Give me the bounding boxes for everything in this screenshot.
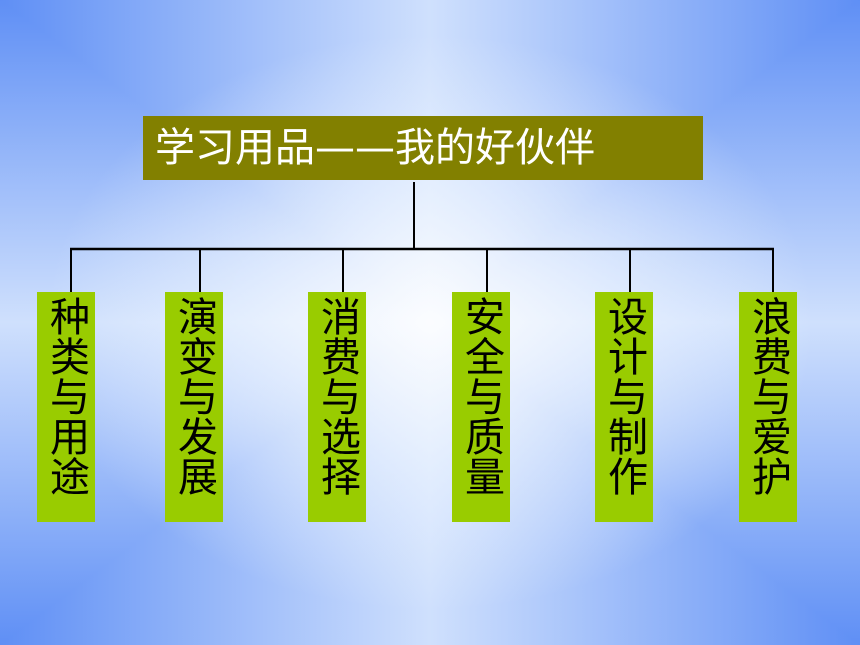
topic-box-1: 种类与用途 bbox=[37, 292, 95, 522]
topic-box-2: 演变与发展 bbox=[165, 292, 223, 522]
topic-box-4: 安全与质量 bbox=[452, 292, 510, 522]
diagram-title: 学习用品——我的好伙伴 bbox=[143, 116, 703, 180]
topic-box-5: 设计与制作 bbox=[595, 292, 653, 522]
topic-box-6: 浪费与爱护 bbox=[739, 292, 797, 522]
topic-box-3: 消费与选择 bbox=[308, 292, 366, 522]
